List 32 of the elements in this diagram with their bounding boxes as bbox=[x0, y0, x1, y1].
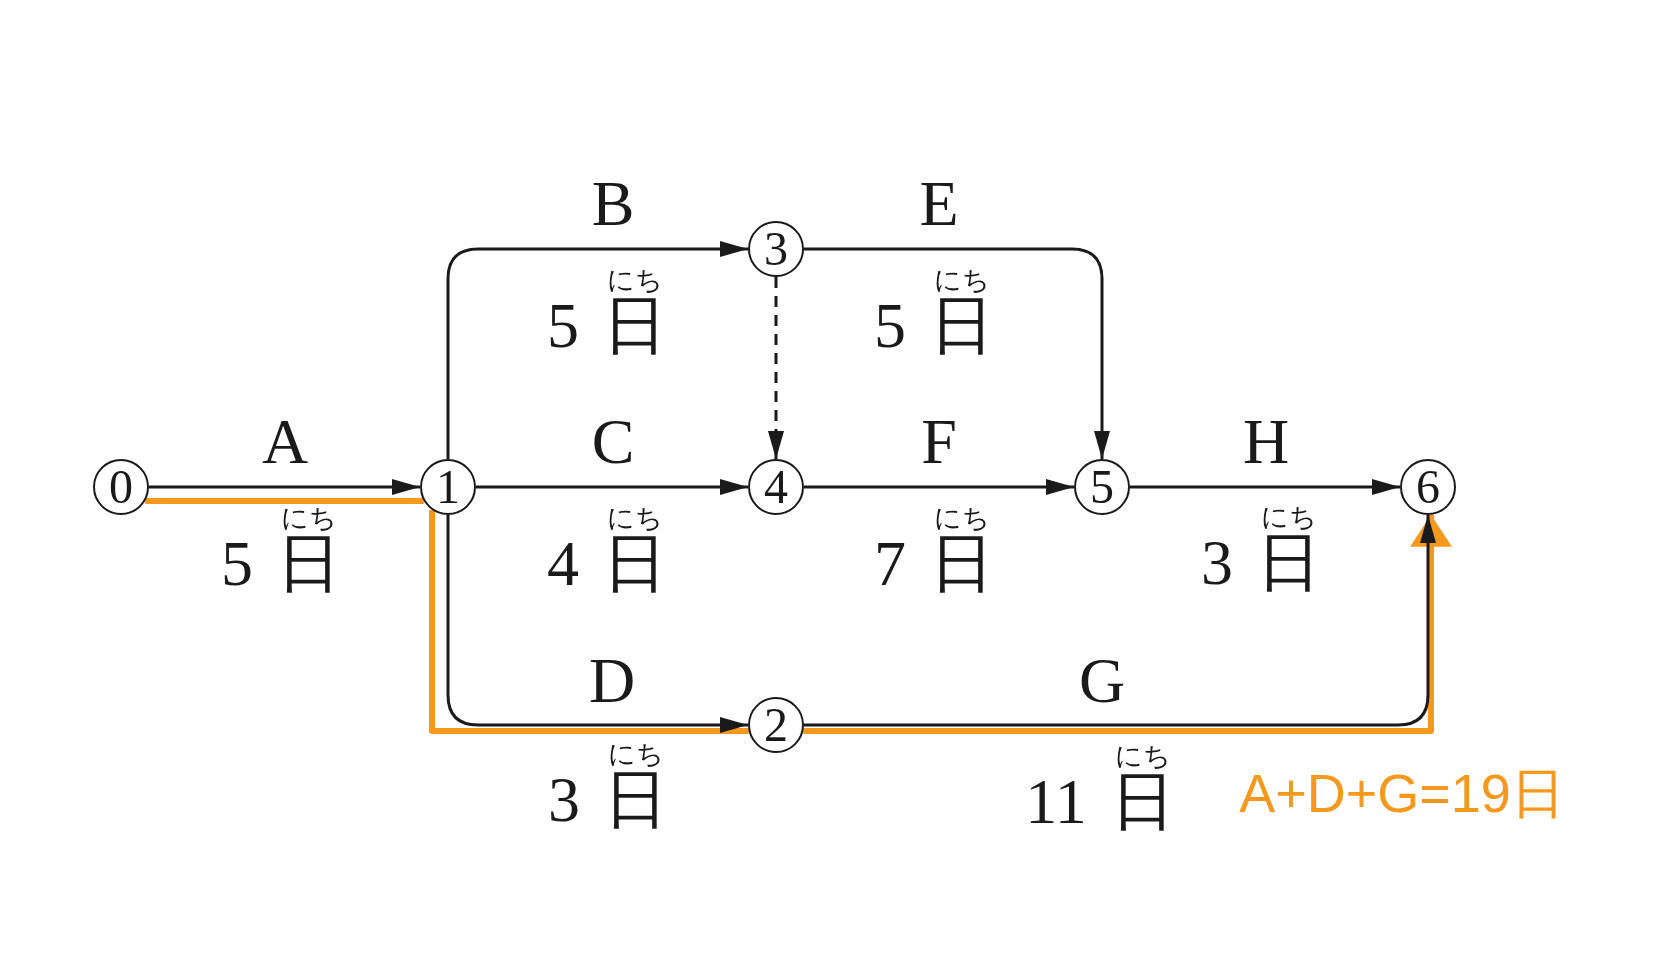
event-circle: 3 bbox=[748, 221, 804, 277]
arrow bbox=[1130, 479, 1400, 495]
duration-label: 5 日 bbox=[547, 294, 667, 358]
reading-label: にち bbox=[1114, 742, 1171, 770]
duration-label: 11 日 bbox=[1025, 770, 1175, 834]
reading-label: にち bbox=[607, 504, 663, 532]
arrow bbox=[804, 479, 1074, 495]
event-circle: 4 bbox=[748, 459, 804, 515]
arrow bbox=[149, 479, 420, 495]
event-circle: 5 bbox=[1074, 459, 1130, 515]
total-label: A+D+G=19日 bbox=[1239, 766, 1565, 820]
event-circle: 2 bbox=[748, 697, 804, 753]
duration-label: 5 日 bbox=[221, 532, 341, 596]
duration-label: 3 日 bbox=[1201, 531, 1321, 595]
reading-label: にち bbox=[934, 266, 990, 294]
duration-label: 4 日 bbox=[547, 532, 667, 596]
dashed-arrow bbox=[768, 277, 784, 459]
reading-label: にち bbox=[934, 504, 990, 532]
duration-label: 7 日 bbox=[874, 532, 994, 596]
arrow bbox=[476, 479, 748, 495]
reading-label: にち bbox=[281, 504, 337, 532]
event-circle: 1 bbox=[420, 459, 476, 515]
duration-label: 3 日 bbox=[548, 768, 668, 832]
reading-label: にち bbox=[1261, 503, 1317, 531]
event-circle: 0 bbox=[93, 459, 149, 515]
arrow bbox=[446, 241, 748, 459]
arrow bbox=[804, 247, 1110, 459]
highlight-line bbox=[145, 498, 424, 504]
event-circle: 6 bbox=[1400, 459, 1456, 515]
reading-label: にち bbox=[608, 740, 664, 768]
reading-label: にち bbox=[607, 266, 663, 294]
duration-label: 5 日 bbox=[874, 294, 994, 358]
